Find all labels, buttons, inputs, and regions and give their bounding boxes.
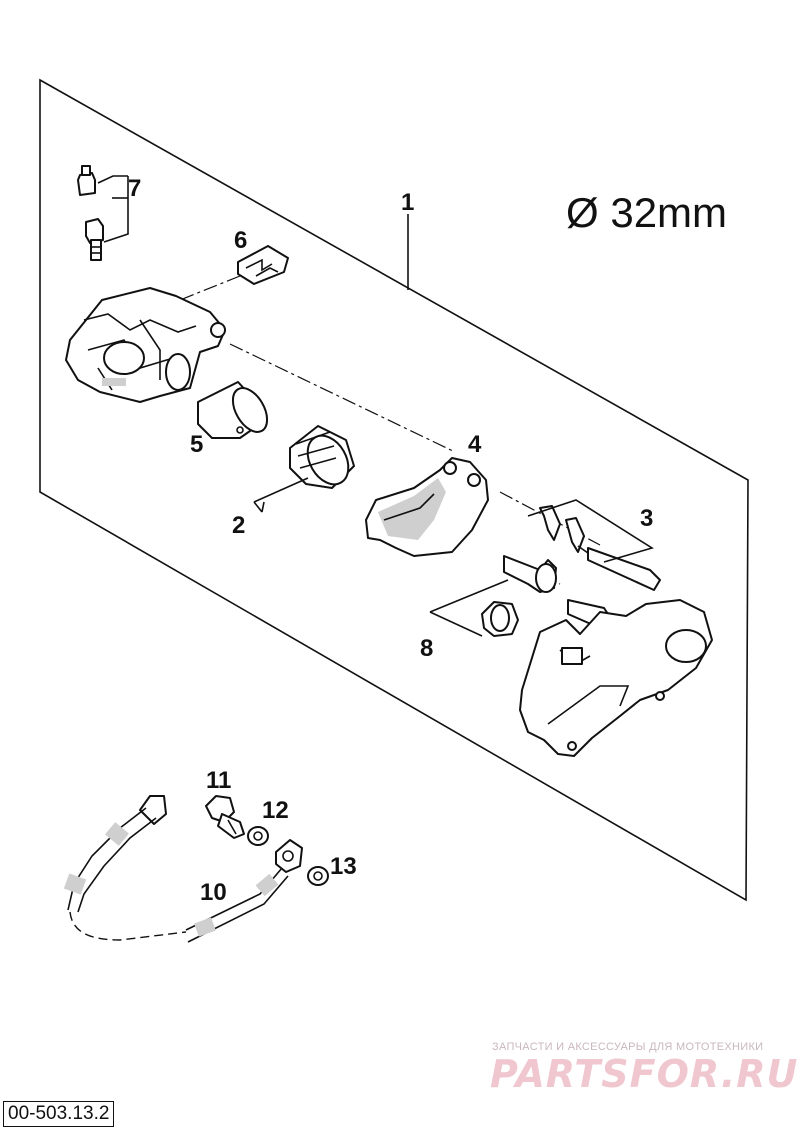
callout-5: 5 (190, 431, 203, 458)
sealing-washer-part-lower (307, 866, 329, 886)
pad-pin-part (527, 499, 661, 591)
watermark-logo: PARTSFOR.RU (490, 1052, 799, 1096)
brake-pad-part (365, 457, 489, 557)
banjo-bolt-part (205, 795, 245, 839)
sealing-washer-part (247, 826, 269, 846)
callout-3: 3 (640, 505, 653, 532)
callout-10: 10 (200, 879, 227, 906)
callout-4: 4 (468, 431, 482, 458)
watermark-caption: ЗАПЧАСТИ И АКСЕССУАРЫ ДЛЯ МОТОТЕХНИКИ (492, 1041, 764, 1053)
carrier-bracket-part (519, 599, 713, 757)
assembly-frame (39, 78, 749, 902)
callout-2: 2 (232, 512, 245, 539)
caliper-body-part (65, 287, 226, 403)
callout-6: 6 (234, 227, 247, 254)
drawing-code: 00-503.13.2 (3, 1101, 115, 1127)
callout-11: 11 (206, 767, 231, 794)
callout-7: 7 (128, 175, 141, 202)
pad-spring-part (237, 245, 289, 285)
callout-13: 13 (330, 853, 357, 880)
piston-seal-part (253, 425, 355, 513)
spec-label: Ø 32mm (566, 189, 727, 236)
alignment-line-clip (179, 275, 241, 301)
callout-12: 12 (262, 797, 289, 824)
bleeder-valve-part (77, 165, 129, 261)
callout-1: 1 (401, 189, 414, 216)
callout-8: 8 (420, 635, 433, 662)
guide-pin-part (429, 555, 613, 637)
piston-part (197, 381, 269, 439)
brake-hose-part (63, 795, 303, 943)
